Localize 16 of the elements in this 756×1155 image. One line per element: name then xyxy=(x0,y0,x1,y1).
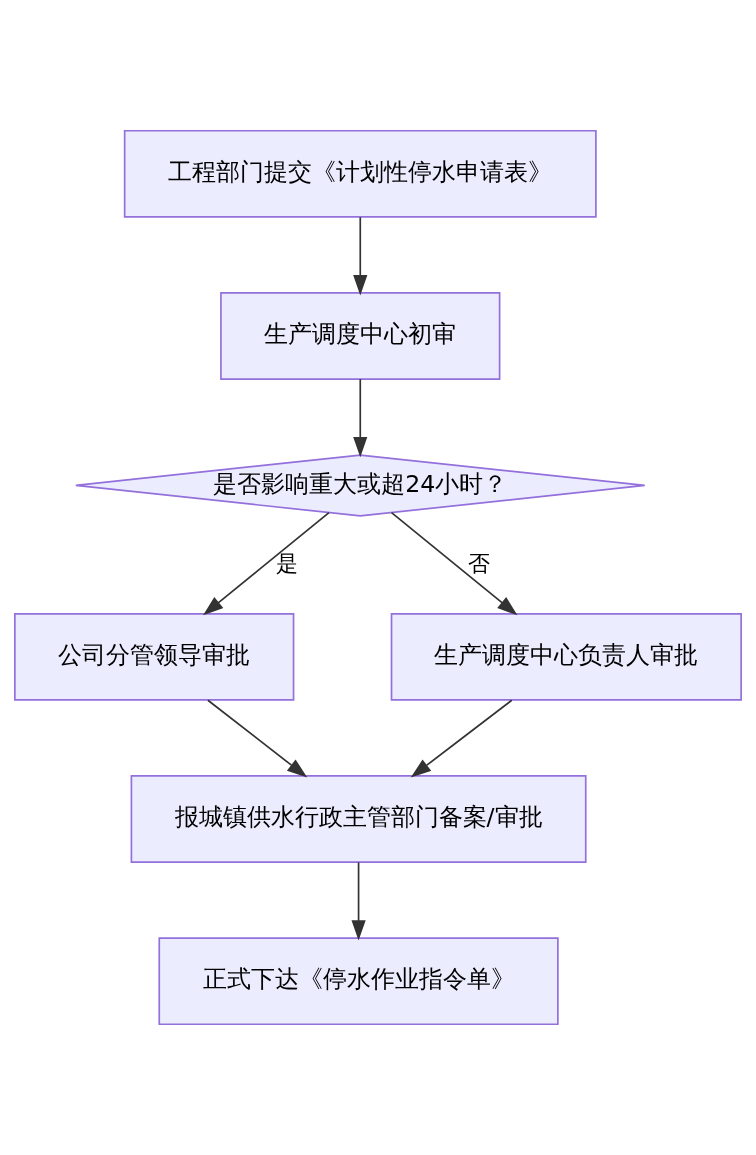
edge-label: 是 xyxy=(275,550,298,576)
node-box: 工程部门提交《计划性停水申请表》 xyxy=(123,129,597,218)
arrow xyxy=(353,378,368,458)
node-box: 公司分管领导审批 xyxy=(14,612,295,701)
node-box: 生产调度中心负责人审批 xyxy=(390,612,742,701)
arrow xyxy=(351,861,366,941)
edge-label: 否 xyxy=(468,550,491,576)
node-box: 生产调度中心初审 xyxy=(220,292,501,380)
node-box: 正式下达《停水作业指令单》 xyxy=(158,937,559,1026)
arrow xyxy=(410,699,513,778)
node-diamond: 是否影响重大或超24小时？ xyxy=(74,454,646,517)
arrow xyxy=(353,216,368,296)
arrow xyxy=(390,511,518,616)
arrow xyxy=(207,699,308,778)
node-box: 报城镇供水行政主管部门备案/审批 xyxy=(130,775,587,863)
arrow xyxy=(203,511,330,616)
